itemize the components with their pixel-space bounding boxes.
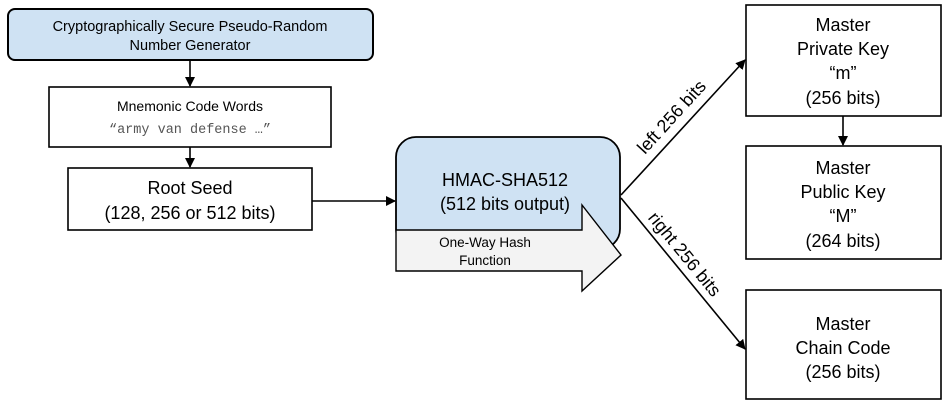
master-private-key-line4: (256 bits) [805,88,880,108]
right-256-bits-arrow [620,197,746,350]
master-chain-code-line1: Master [815,314,870,334]
mnemonic-box-shape [48,86,332,148]
one-way-hash-arrow-shape [395,202,622,293]
left-256-bits-arrow [620,59,746,196]
root-seed-title: Root Seed [147,178,232,198]
csprng-box: Cryptographically Secure Pseudo-Random N… [7,8,374,61]
right-256-bits-label: right 256 bits [644,208,725,300]
master-public-key-line2: Public Key [800,182,885,202]
master-public-key-line1: Master [815,158,870,178]
csprng-label-line2: Number Generator [130,38,251,54]
master-chain-code-line2: Chain Code [795,338,890,358]
master-chain-code-line3: (256 bits) [805,362,880,382]
hmac-output: (512 bits output) [440,194,570,214]
master-private-key-line2: Private Key [797,39,889,59]
root-seed-box: Root Seed (128, 256 or 512 bits) [67,167,313,231]
csprng-label-line1: Cryptographically Secure Pseudo-Random [53,19,328,35]
mnemonic-title: Mnemonic Code Words [117,98,263,114]
hmac-box: HMAC-SHA512 (512 bits output) [395,136,621,250]
master-public-key-box-shape [745,145,942,260]
master-chain-code-box-shape [745,289,942,400]
master-public-key-line4: (264 bits) [805,231,880,251]
master-private-key-box: Master Private Key “m” (256 bits) [745,4,942,117]
master-public-key-box: Master Public Key “M” (264 bits) [745,145,942,260]
master-chain-code-box: Master Chain Code (256 bits) [745,289,942,400]
master-private-key-line1: Master [815,15,870,35]
one-way-hash-label-line2: Function [459,253,511,268]
one-way-hash-label-line1: One-Way Hash [439,235,531,250]
hmac-title: HMAC-SHA512 [442,170,568,190]
left-256-bits-label: left 256 bits [633,76,710,157]
mnemonic-example: “army van defense …” [109,123,271,138]
one-way-hash-arrow: One-Way Hash Function [395,202,622,293]
master-private-key-line3: “m” [830,63,857,83]
master-public-key-line3: “M” [830,206,857,226]
mnemonic-box: Mnemonic Code Words “army van defense …” [48,86,332,148]
root-seed-size: (128, 256 or 512 bits) [104,203,275,223]
root-seed-box-shape [67,167,313,231]
